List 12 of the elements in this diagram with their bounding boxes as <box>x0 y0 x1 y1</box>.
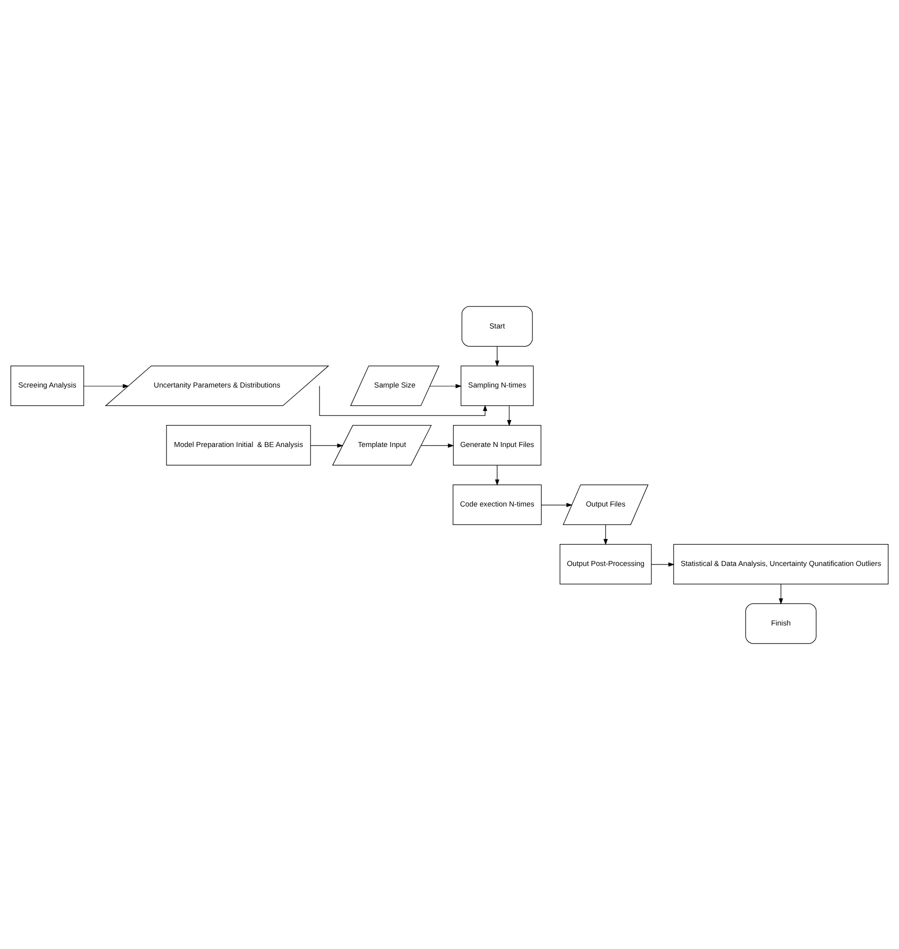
arrow <box>495 464 500 486</box>
arrow <box>430 383 462 388</box>
arrow <box>84 383 129 388</box>
arrow <box>420 442 454 448</box>
arrow <box>541 502 573 507</box>
arrow <box>310 442 344 448</box>
arrow <box>651 562 675 566</box>
arrow <box>778 583 784 604</box>
arrow <box>507 404 512 426</box>
arrow <box>495 346 500 366</box>
arrow <box>319 385 488 416</box>
arrow <box>603 524 608 545</box>
